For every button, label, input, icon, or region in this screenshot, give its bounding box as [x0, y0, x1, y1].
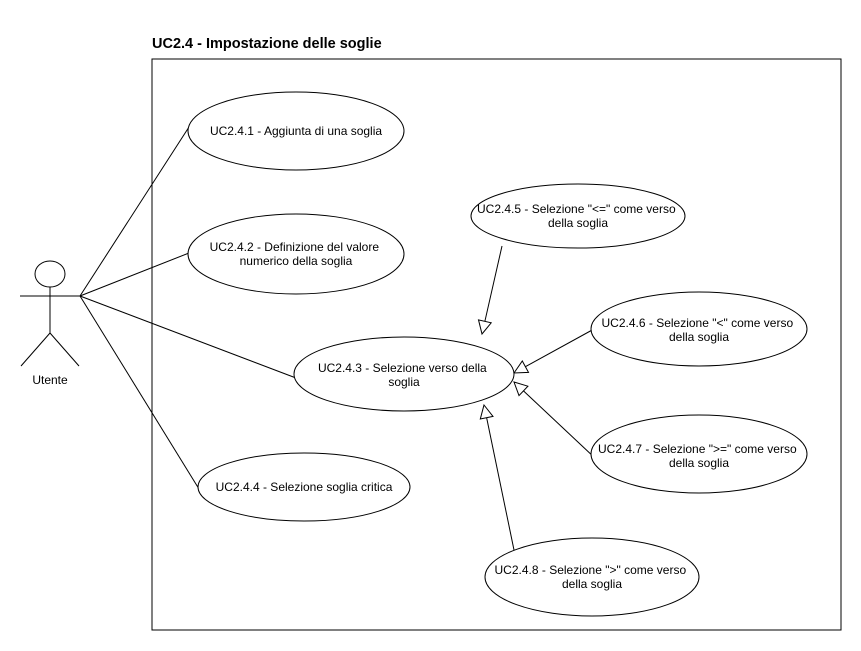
use-case-label: UC2.4.3 - Selezione verso della soglia [318, 361, 490, 389]
use-case-label: UC2.4.7 - Selezione ">=" come verso dell… [598, 442, 800, 470]
use-case-uc244: UC2.4.4 - Selezione soglia critica [197, 452, 411, 522]
association-line-uc241 [79, 126, 190, 297]
use-case-uc245: UC2.4.5 - Selezione "<=" come verso dell… [470, 183, 686, 249]
use-case-ellipse [187, 213, 405, 295]
generalization-arrowhead-uc248 [479, 403, 494, 420]
use-case-uc241: UC2.4.1 - Aggiunta di una soglia [187, 91, 405, 171]
generalization-line-uc248 [486, 417, 515, 551]
association-line-uc242 [79, 252, 190, 297]
use-case-ellipse [590, 291, 808, 367]
use-case-label: UC2.4.2 - Definizione del valore numeric… [210, 240, 383, 268]
use-case-uc247: UC2.4.7 - Selezione ">=" come verso dell… [590, 414, 808, 494]
actor-right-leg [49, 332, 80, 367]
use-case-label: UC2.4.6 - Selezione "<" come verso della… [602, 316, 797, 344]
association-line-uc243 [79, 295, 297, 379]
actor-left-leg [20, 332, 51, 367]
system-boundary [151, 58, 842, 631]
generalization-line-uc246 [525, 328, 595, 368]
use-case-label: UC2.4.8 - Selezione ">" come verso della… [495, 563, 690, 591]
actor-head [34, 260, 66, 288]
relationship-lines [79, 126, 597, 551]
generalization-arrowhead-uc246 [513, 360, 530, 374]
generalization-line-uc245 [484, 245, 503, 322]
use-case-label: UC2.4.5 - Selezione "<=" come verso dell… [477, 202, 679, 230]
generalization-line-uc247 [523, 390, 597, 460]
use-case-ellipse [590, 414, 808, 494]
association-line-uc244 [79, 295, 200, 490]
use-case-ellipse [293, 336, 515, 412]
use-case-ellipse [484, 537, 700, 617]
use-case-uc246: UC2.4.6 - Selezione "<" come verso della… [590, 291, 808, 367]
generalization-arrowhead-uc247 [513, 381, 529, 397]
use-case-uc242: UC2.4.2 - Definizione del valore numeric… [187, 213, 405, 295]
use-case-label: UC2.4.1 - Aggiunta di una soglia [210, 124, 382, 138]
use-case-uc248: UC2.4.8 - Selezione ">" come verso della… [484, 537, 700, 617]
actor-label: Utente [32, 373, 68, 387]
use-case-ellipse [187, 91, 405, 171]
actor-utente: Utente [20, 260, 80, 387]
use-case-label: UC2.4.4 - Selezione soglia critica [216, 480, 393, 494]
use-case-ellipse [470, 183, 686, 249]
use-case-uc243: UC2.4.3 - Selezione verso della soglia [293, 336, 515, 412]
generalization-arrowhead-uc245 [477, 319, 493, 336]
use-case-ellipse [197, 452, 411, 522]
diagram-title: UC2.4 - Impostazione delle soglie [152, 36, 382, 52]
